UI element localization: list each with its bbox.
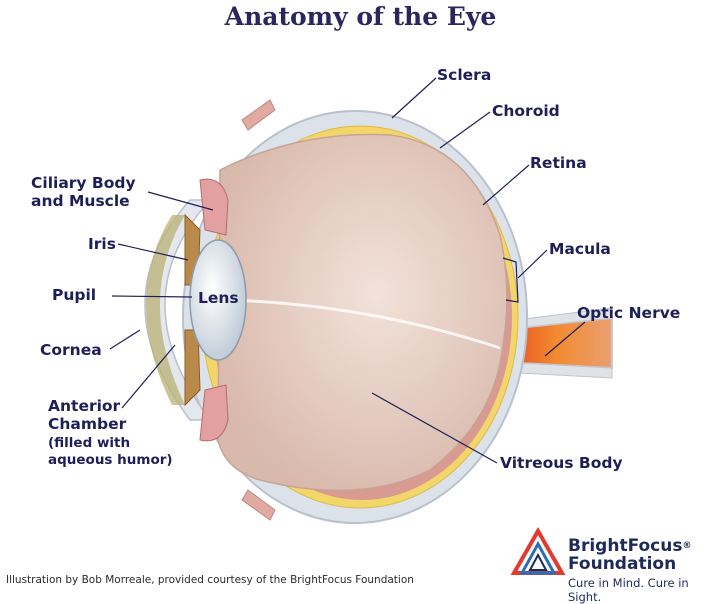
cornea-leader [109,329,141,350]
pupil-leader [111,295,193,298]
registered-mark: ® [682,541,692,551]
label-sclera: Sclera [437,66,492,84]
label-vitreous-body: Vitreous Body [500,454,623,472]
ciliary-leader [147,191,214,211]
label-macula: Macula [549,240,611,258]
sclera-leader [391,77,437,119]
label-optic-nerve: Optic Nerve [577,304,681,322]
brand-name-line2: Foundation [568,554,677,574]
label-anterior-line3: (filled with [48,435,131,451]
diagram-title: Anatomy of the Eye [224,2,497,31]
anterior-chamber-leader [121,344,176,409]
label-anterior-line4: aqueous humor) [48,452,173,468]
lens-shape [189,239,247,361]
brightfocus-logo-icon [510,526,566,575]
optic-nerve-leader [544,321,586,357]
label-anterior-line1: Anterior [48,397,121,415]
label-anterior-line2: Chamber [48,415,127,433]
label-lens: Lens [198,289,239,307]
label-choroid: Choroid [492,102,560,120]
illustration-credit: Illustration by Bob Morreale, provided c… [6,574,414,586]
label-retina: Retina [530,154,587,172]
label-ciliary-line1: Ciliary Body [31,174,136,192]
label-ciliary-line2: and Muscle [31,192,130,210]
ciliary-body-shape [199,178,229,236]
label-cornea: Cornea [40,341,102,359]
label-pupil: Pupil [52,286,97,304]
macula-leader [517,249,548,279]
retina-leader [482,164,530,206]
choroid-leader [439,111,491,149]
anterior-chamber-shape [146,215,185,405]
iris-leader [117,243,189,261]
brand-name-line1: BrightFocus® [568,536,692,556]
label-iris: Iris [88,235,116,253]
vitreous-leader [371,392,498,464]
